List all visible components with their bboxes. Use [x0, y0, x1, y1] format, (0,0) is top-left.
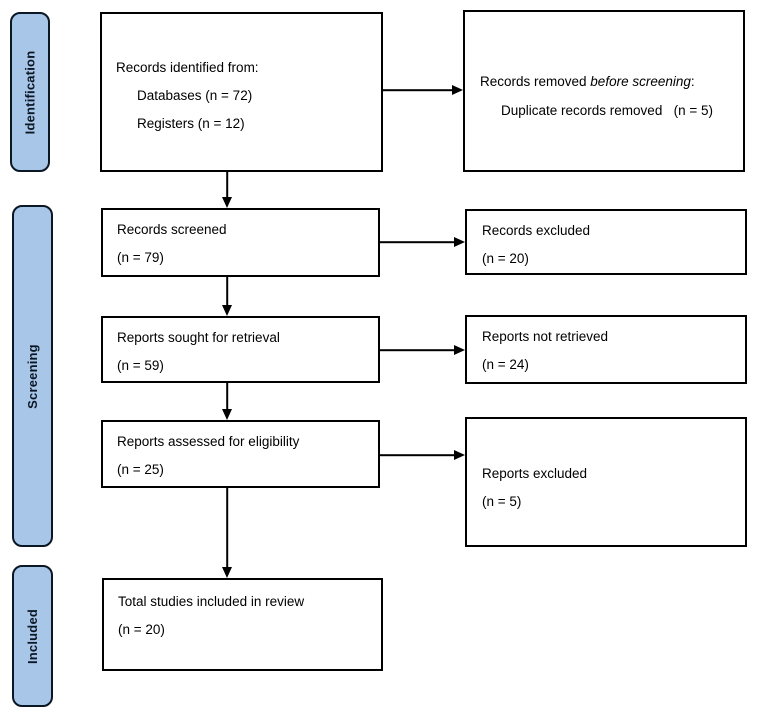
total-included-label: Total studies included in review: [118, 594, 305, 609]
records-removed-title-italic: before screening: [590, 74, 691, 89]
stage-label-included: Included: [25, 608, 40, 664]
arrow-down-head-icon: [222, 305, 232, 316]
reports-sought-label: Reports sought for retrieval: [117, 330, 280, 345]
reports-not-retrieved-count: (n = 24): [482, 357, 529, 372]
box-reports-not-retrieved: Reports not retrieved (n = 24): [465, 315, 747, 384]
stage-bar-screening: Screening: [12, 205, 53, 547]
arrow-sought-to-not-retrieved: [380, 344, 465, 356]
box-records-excluded: Records excluded (n = 20): [465, 209, 747, 275]
reports-not-retrieved-label: Reports not retrieved: [482, 329, 609, 344]
reports-excluded-count: (n = 5): [482, 494, 522, 509]
records-screened-label: Records screened: [117, 222, 227, 237]
stage-bar-identification: Identification: [10, 12, 50, 172]
box-records-removed: Records removed before screening: Duplic…: [463, 10, 745, 172]
arrow-sought-to-assessed: [221, 383, 233, 420]
box-reports-excluded: Reports excluded (n = 5): [465, 417, 747, 547]
stage-label-identification: Identification: [22, 50, 38, 134]
arrow-right-head-icon: [452, 85, 463, 95]
records-removed-duplicates: Duplicate records removed (n = 5): [501, 103, 713, 118]
arrow-shaft: [380, 454, 455, 456]
records-screened-count: (n = 79): [117, 250, 164, 265]
arrow-assessed-to-included: [221, 488, 233, 578]
arrow-down-head-icon: [222, 409, 232, 420]
arrow-screened-to-sought: [221, 277, 233, 316]
arrow-right-head-icon: [454, 237, 465, 247]
arrow-down-head-icon: [222, 567, 232, 578]
box-total-included: Total studies included in review (n = 20…: [102, 578, 383, 671]
records-removed-title: Records removed before screening:: [480, 67, 735, 96]
arrow-down-head-icon: [222, 197, 232, 208]
arrow-shaft: [226, 172, 228, 198]
arrow-shaft: [226, 383, 228, 410]
arrow-identified-to-screened: [221, 172, 233, 208]
records-identified-registers: Registers (n = 12): [137, 116, 245, 131]
records-identified-title: Records identified from:: [116, 60, 259, 75]
arrow-shaft: [380, 241, 455, 243]
reports-assessed-count: (n = 25): [117, 462, 164, 477]
records-excluded-count: (n = 20): [482, 251, 529, 266]
arrow-shaft: [226, 488, 228, 568]
arrow-identified-to-removed: [383, 84, 463, 96]
arrow-shaft: [226, 277, 228, 306]
box-reports-assessed: Reports assessed for eligibility (n = 25…: [101, 420, 380, 488]
arrow-shaft: [380, 349, 455, 351]
arrow-right-head-icon: [454, 345, 465, 355]
arrow-screened-to-excluded: [380, 236, 465, 248]
total-included-count: (n = 20): [118, 622, 165, 637]
reports-assessed-label: Reports assessed for eligibility: [117, 434, 300, 449]
reports-sought-count: (n = 59): [117, 358, 164, 373]
records-removed-title-prefix: Records removed: [480, 74, 591, 89]
stage-label-screening: Screening: [25, 343, 40, 409]
records-removed-title-suffix: :: [690, 74, 695, 89]
records-identified-databases: Databases (n = 72): [137, 88, 253, 103]
stage-bar-included: Included: [12, 565, 53, 707]
arrow-right-head-icon: [454, 450, 465, 460]
arrow-assessed-to-reports-excluded: [380, 449, 465, 461]
box-reports-sought: Reports sought for retrieval (n = 59): [101, 316, 380, 383]
reports-excluded-label: Reports excluded: [482, 466, 588, 481]
records-excluded-label: Records excluded: [482, 223, 591, 238]
box-records-screened: Records screened (n = 79): [101, 208, 380, 277]
box-records-identified: Records identified from: Databases (n = …: [100, 12, 383, 172]
arrow-shaft: [383, 89, 453, 91]
